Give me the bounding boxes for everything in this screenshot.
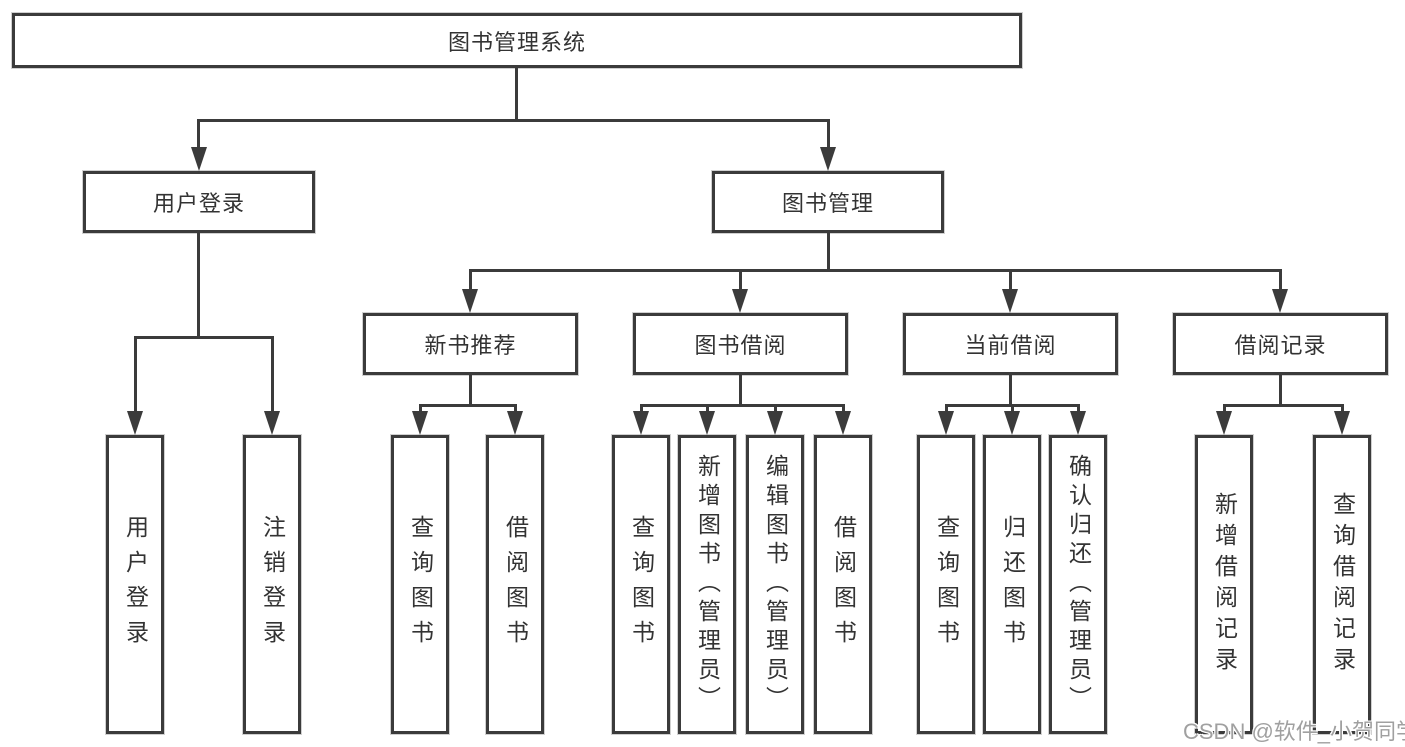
- node-root-library-system: 图书管理系统: [12, 13, 1022, 68]
- arrow-down-icon: [1002, 289, 1018, 313]
- csdn-watermark: CSDN @软件_小贺同学: [1183, 719, 1405, 744]
- connector-line: [1223, 404, 1226, 413]
- leaf-borrow-books-recommend: 借阅图书: [486, 435, 544, 734]
- leaf-edit-book-admin: 编辑图书（管理员）: [746, 435, 804, 734]
- connector-line: [419, 404, 516, 407]
- arrow-down-icon: [633, 411, 649, 435]
- connector-line: [774, 404, 777, 413]
- arrow-down-icon: [820, 147, 836, 171]
- arrow-down-icon: [938, 411, 954, 435]
- node-label: 查询图书: [407, 514, 434, 655]
- arrow-down-icon: [1334, 411, 1350, 435]
- node-label: 注销登录: [259, 514, 286, 655]
- leaf-logout: 注销登录: [243, 435, 301, 734]
- arrow-down-icon: [1272, 289, 1288, 313]
- connector-line: [739, 375, 742, 406]
- node-current-borrowing: 当前借阅: [903, 313, 1118, 375]
- node-label: 查询图书: [628, 514, 655, 655]
- arrow-down-icon: [264, 411, 280, 435]
- node-label: 图书管理系统: [447, 29, 586, 55]
- arrow-down-icon: [412, 411, 428, 435]
- node-label: 借阅记录: [1234, 333, 1327, 358]
- arrow-down-icon: [1004, 411, 1020, 435]
- connector-line: [739, 269, 742, 291]
- arrow-down-icon: [732, 289, 748, 313]
- leaf-query-books-current: 查询图书: [917, 435, 975, 734]
- connector-line: [469, 375, 472, 406]
- connector-line: [197, 119, 200, 150]
- leaf-add-borrow-record: 新增借阅记录: [1195, 435, 1253, 734]
- connector-line: [640, 404, 643, 413]
- connector-line: [1223, 404, 1343, 407]
- node-label: 查询图书: [933, 514, 960, 655]
- node-book-management: 图书管理: [712, 171, 944, 233]
- connector-line: [842, 404, 845, 413]
- leaf-confirm-return-admin: 确认归还（管理员）: [1049, 435, 1107, 734]
- node-borrowing-records: 借阅记录: [1173, 313, 1388, 375]
- arrow-down-icon: [699, 411, 715, 435]
- node-book-borrowing: 图书借阅: [633, 313, 848, 375]
- node-label: 编辑图书（管理员）: [762, 454, 789, 715]
- node-label: 图书借阅: [694, 333, 787, 358]
- leaf-borrow-books-borrowing: 借阅图书: [814, 435, 872, 734]
- node-label: 借阅图书: [502, 514, 529, 655]
- arrow-down-icon: [462, 289, 478, 313]
- connector-line: [1341, 404, 1344, 413]
- node-label: 图书管理: [781, 191, 874, 216]
- connector-line: [827, 119, 830, 150]
- connector-line: [640, 404, 844, 407]
- connector-line: [945, 404, 948, 413]
- node-label: 新增图书（管理员）: [694, 454, 721, 715]
- connector-line: [1077, 404, 1080, 413]
- arrow-down-icon: [1216, 411, 1232, 435]
- connector-line: [514, 404, 517, 413]
- connector-line: [197, 119, 830, 122]
- connector-line: [469, 269, 1282, 272]
- leaf-return-books: 归还图书: [983, 435, 1041, 734]
- node-label: 当前借阅: [964, 333, 1057, 358]
- connector-line: [1279, 269, 1282, 291]
- node-label: 新书推荐: [424, 333, 517, 358]
- connector-line: [827, 233, 830, 272]
- node-label: 新增借阅记录: [1211, 491, 1238, 678]
- arrow-down-icon: [507, 411, 523, 435]
- connector-line: [1009, 269, 1012, 291]
- node-label: 确认归还（管理员）: [1065, 454, 1092, 715]
- connector-line: [134, 336, 137, 412]
- leaf-add-book-admin: 新增图书（管理员）: [678, 435, 736, 734]
- leaf-query-borrow-record: 查询借阅记录: [1313, 435, 1371, 734]
- arrow-down-icon: [835, 411, 851, 435]
- node-label: 用户登录: [152, 191, 245, 216]
- connector-line: [1009, 375, 1012, 406]
- leaf-query-books-borrowing: 查询图书: [612, 435, 670, 734]
- connector-line: [271, 336, 274, 412]
- arrow-down-icon: [1070, 411, 1086, 435]
- connector-line: [706, 404, 709, 413]
- connector-line: [469, 269, 472, 291]
- connector-line: [419, 404, 422, 413]
- leaf-query-books-recommend: 查询图书: [391, 435, 449, 734]
- connector-line: [1011, 404, 1014, 413]
- connector-line: [134, 336, 273, 339]
- node-label: 查询借阅记录: [1329, 491, 1356, 678]
- arrow-down-icon: [767, 411, 783, 435]
- node-label: 用户登录: [122, 514, 149, 655]
- node-user-login: 用户登录: [83, 171, 315, 233]
- node-label: 借阅图书: [830, 514, 857, 655]
- connector-line: [197, 233, 200, 339]
- connector-line: [515, 68, 518, 121]
- connector-line: [1279, 375, 1282, 406]
- arrow-down-icon: [127, 411, 143, 435]
- arrow-down-icon: [191, 147, 207, 171]
- leaf-user-login: 用户登录: [106, 435, 164, 734]
- node-label: 归还图书: [999, 514, 1026, 655]
- node-new-book-recommend: 新书推荐: [363, 313, 578, 375]
